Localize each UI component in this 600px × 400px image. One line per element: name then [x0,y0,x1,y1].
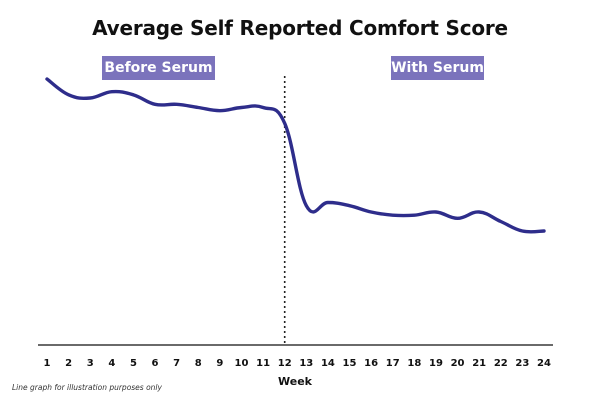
x-tick-label-24: 24 [537,358,551,369]
x-tick-label-5: 5 [130,358,137,369]
x-tick-label-9: 9 [216,358,223,369]
x-tick-label-22: 22 [494,358,508,369]
x-tick-label-19: 19 [429,358,443,369]
series-group [45,77,546,234]
x-tick-label-20: 20 [451,358,465,369]
x-tick-label-15: 15 [343,358,357,369]
x-tick-label-21: 21 [472,358,486,369]
x-tick-label-11: 11 [256,358,270,369]
x-tick-label-16: 16 [364,358,378,369]
x-tick-label-17: 17 [386,358,400,369]
before-serum-label: Before Serum [102,56,215,80]
x-tick-label-3: 3 [87,358,94,369]
with-serum-label: With Serum [391,56,484,80]
x-axis-title: Week [278,375,312,388]
chart-title: Average Self Reported Comfort Score [92,16,508,40]
x-tick-label-14: 14 [321,358,335,369]
x-tick-label-10: 10 [235,358,249,369]
x-tick-label-23: 23 [515,358,529,369]
x-tick-label-8: 8 [195,358,202,369]
x-tick-label-4: 4 [108,358,115,369]
x-tick-label-18: 18 [407,358,421,369]
footnote: Line graph for illustration purposes onl… [12,383,162,392]
x-tick-label-1: 1 [44,358,51,369]
x-tick-label-13: 13 [299,358,313,369]
x-tick-label-6: 6 [152,358,159,369]
series-line-0 [45,77,546,234]
x-tick-label-7: 7 [173,358,180,369]
x-tick-label-12: 12 [278,358,292,369]
x-tick-label-2: 2 [65,358,72,369]
